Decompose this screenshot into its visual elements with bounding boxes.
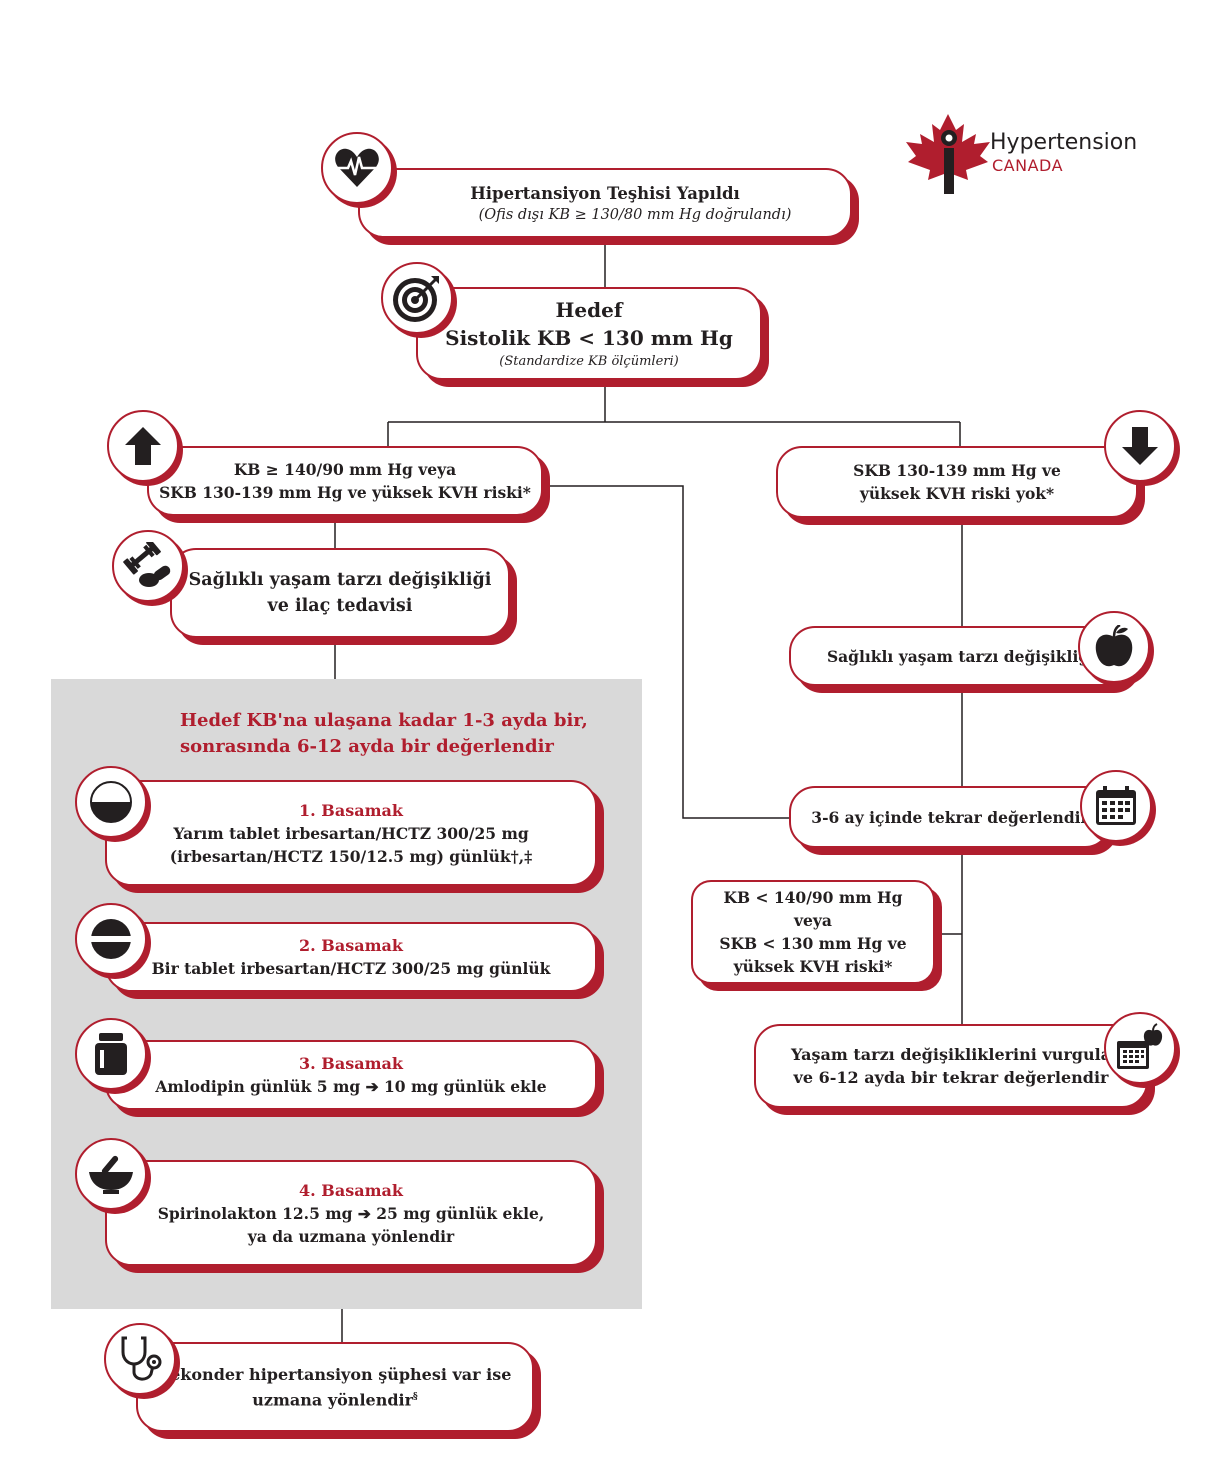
calendar-icon: [1080, 770, 1152, 842]
pill-bottle-icon: [75, 1018, 147, 1090]
diagnosis-subtitle: (Ofis dışı KB ≥ 130/80 mm Hg doğrulandı): [478, 206, 792, 223]
heart-pulse-icon: [321, 132, 393, 204]
mortar-pestle-icon: [75, 1138, 147, 1210]
calendar-apple-icon: [1104, 1012, 1176, 1084]
panel-heading: Hedef KB'na ulaşana kadar 1-3 ayda bir, …: [180, 710, 588, 757]
target-icon: [381, 262, 453, 334]
step-2-box: 2. Basamak Bir tablet irbesartan/HCTZ 30…: [105, 922, 597, 992]
step-4-box: 4. Basamak Spirinolakton 12.5 mg ➔ 25 mg…: [105, 1160, 597, 1266]
whole-tablet-icon: [75, 903, 147, 975]
target-box: Hedef Sistolik KB < 130 mm Hg (Standardi…: [416, 287, 762, 380]
logo-text-canada: CANADA: [992, 156, 1064, 175]
hypertension-canada-logo: Hypertension CANADA: [900, 112, 1150, 197]
half-tablet-icon: [75, 766, 147, 838]
dumbbell-pill-icon: [112, 530, 184, 602]
arrow-up-icon: [107, 410, 179, 482]
apple-icon: [1078, 611, 1150, 683]
lifestyle-meds-box: Sağlıklı yaşam tarzı değişikliği ve ilaç…: [170, 548, 510, 638]
diagnosis-title: Hipertansiyon Teşhisi Yapıldı: [470, 183, 740, 203]
reassess-box: 3-6 ay içinde tekrar değerlendir: [789, 786, 1111, 848]
logo-text-hypertension: Hypertension: [990, 130, 1138, 155]
emphasize-box: Yaşam tarzı değişikliklerini vurgula ve …: [754, 1024, 1148, 1108]
target-line2: Sistolik KB < 130 mm Hg: [445, 325, 733, 350]
diagnosis-box: Hipertansiyon Teşhisi Yapıldı (Ofis dışı…: [358, 168, 852, 238]
step-3-box: 3. Basamak Amlodipin günlük 5 mg ➔ 10 mg…: [105, 1040, 597, 1110]
stethoscope-icon: [104, 1323, 176, 1395]
low-risk-box: SKB 130-139 mm Hg ve yüksek KVH riski yo…: [776, 446, 1138, 518]
target-line1: Hedef: [555, 297, 623, 322]
target-subtitle: (Standardize KB ölçümleri): [499, 353, 679, 369]
arrow-down-icon: [1104, 410, 1176, 482]
secondary-box: Sekonder hipertansiyon şüphesi var ise u…: [136, 1342, 534, 1432]
step-1-box: 1. Basamak Yarım tablet irbesartan/HCTZ …: [105, 780, 597, 886]
controlled-box: KB < 140/90 mm Hg veya SKB < 130 mm Hg v…: [691, 880, 935, 984]
lifestyle-box: Sağlıklı yaşam tarzı değişikliği: [789, 626, 1133, 686]
high-risk-box: KB ≥ 140/90 mm Hg veya SKB 130-139 mm Hg…: [147, 446, 543, 516]
maple-leaf-logo-icon: [906, 114, 990, 194]
